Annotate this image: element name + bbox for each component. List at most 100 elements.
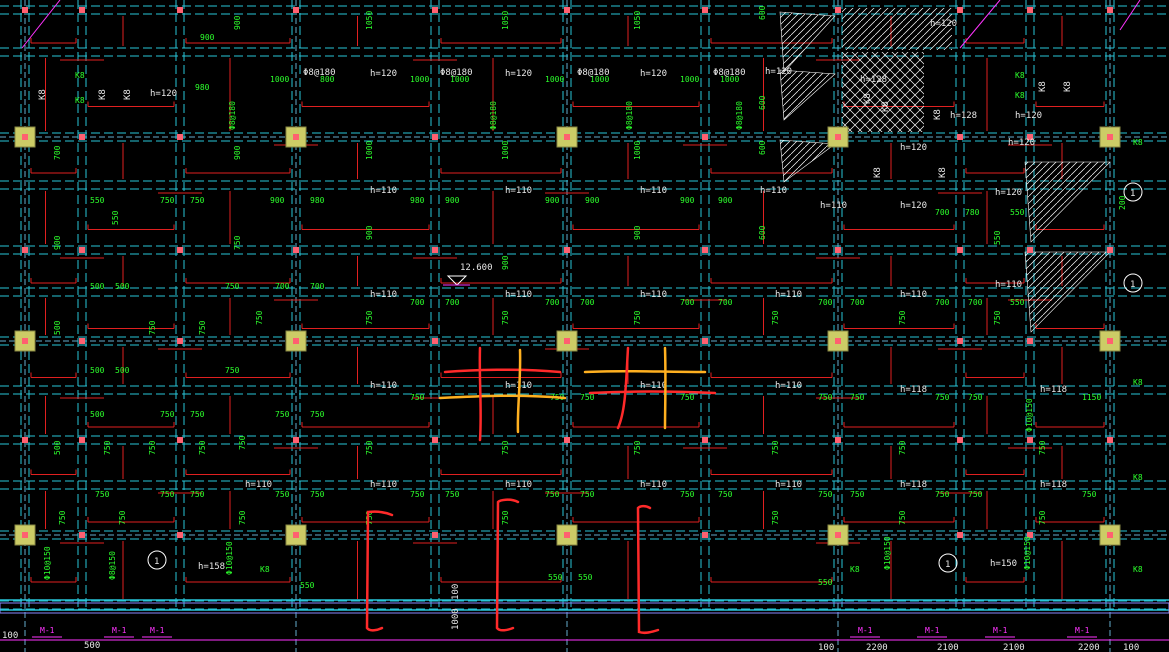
slab-thickness-label: h=120 [930, 19, 957, 29]
elevation-label: 12.600 [460, 263, 493, 273]
dimension-label: 1150 [1082, 393, 1101, 402]
dimension-label: 750 [818, 393, 833, 402]
slab-thickness-label: h=118 [1040, 385, 1067, 395]
dimension-label: 750 [103, 440, 112, 455]
dimension-label: 700 [310, 282, 325, 291]
grid-node [293, 247, 299, 253]
section-mark-circle [147, 550, 167, 570]
grid-node [1027, 247, 1033, 253]
dimension-label: 750 [275, 410, 290, 419]
door-label: M-1 [925, 626, 940, 635]
crosshatched-area [842, 52, 924, 132]
hand-drawn-annotations [365, 346, 717, 635]
slab-thickness-label: h=110 [370, 290, 397, 300]
dimension-label: 750 [580, 490, 595, 499]
dimension-label: 750 [310, 410, 325, 419]
dimension-label: 1050 [365, 11, 374, 30]
bottom-dimension: 1000 [451, 608, 461, 630]
dimension-label: 750 [1082, 490, 1097, 499]
slab-thickness-label: h=110 [505, 186, 532, 196]
grid-node [177, 247, 183, 253]
dimension-label: 500 [115, 366, 130, 375]
rebar-spec: Φ10@150 [1025, 398, 1034, 432]
grid-node [432, 7, 438, 13]
slab-thickness-label: h=110 [640, 290, 667, 300]
grid-node [293, 134, 299, 140]
grid-node [702, 247, 708, 253]
slab-thickness-label: h=110 [640, 381, 667, 391]
dimension-label: 700 [545, 298, 560, 307]
hatched-area [842, 8, 952, 50]
rebar-spec: Φ10@150 [43, 546, 52, 580]
grid-node [1107, 134, 1113, 140]
grid-node [1027, 7, 1033, 13]
grid-node [177, 134, 183, 140]
dimension-label: 750 [160, 410, 175, 419]
dimension-label: 750 [238, 510, 247, 525]
dimension-label: 750 [233, 235, 242, 250]
section-mark-circle [1123, 273, 1143, 293]
beam-outlines [0, 0, 1169, 611]
dimension-label: 980 [195, 83, 210, 92]
dimension-label: 750 [225, 366, 240, 375]
grid-node [22, 532, 28, 538]
grid-node [564, 134, 570, 140]
hand-drawn-stroke [438, 394, 567, 400]
dimension-label: 750 [935, 490, 950, 499]
dimension-label: 750 [1038, 440, 1047, 455]
slab-thickness-label: h=120 [995, 188, 1022, 198]
grid-node [79, 134, 85, 140]
slab-thickness-label: h=110 [505, 290, 532, 300]
dimension-label: 750 [850, 393, 865, 402]
grid-node [22, 338, 28, 344]
dimension-label: 750 [190, 410, 205, 419]
dimension-label: 750 [898, 310, 907, 325]
rebar-spec: Φ8@180 [625, 101, 634, 130]
dimension-label: 900 [53, 235, 62, 250]
dimension-label: 750 [160, 196, 175, 205]
dimension-label: 700 [818, 298, 833, 307]
slab-thickness-label: h=120 [1015, 111, 1042, 121]
hand-drawn-stroke [588, 390, 717, 395]
dimension-label: 1000 [545, 75, 564, 84]
grid-node [564, 532, 570, 538]
dimension-label: 750 [501, 440, 510, 455]
hand-drawn-stroke [443, 368, 562, 374]
dimension-label: 750 [580, 393, 595, 402]
rebar-spec: K8 [1063, 81, 1073, 92]
grid-node [702, 532, 708, 538]
dimension-label: 550 [993, 230, 1002, 245]
dimension-label: 700 [718, 298, 733, 307]
dimension-label: 750 [718, 490, 733, 499]
dimension-label: 500 [90, 410, 105, 419]
hand-drawn-stroke [516, 348, 522, 434]
dimension-label: 750 [365, 510, 374, 525]
grid-node [79, 247, 85, 253]
slab-thickness-label: h=110 [370, 186, 397, 196]
dimension-label: 750 [160, 490, 175, 499]
grid-node [1107, 7, 1113, 13]
dimension-label: 750 [501, 510, 510, 525]
grid-node [1107, 247, 1113, 253]
bottom-dimension: 100 [2, 631, 18, 641]
slab-thickness-label: h=150 [990, 559, 1017, 569]
slab-thickness-label: h=110 [640, 480, 667, 490]
dimension-label: 750 [118, 510, 127, 525]
grid-node [79, 532, 85, 538]
rebar-spec: Φ10@150 [883, 536, 892, 570]
opening-diagonal [21, 0, 61, 49]
grid-node [1107, 338, 1113, 344]
rebar-spec: Φ8@180 [735, 101, 744, 130]
grid-node [22, 437, 28, 443]
grid-node [1027, 532, 1033, 538]
dimension-label: 1050 [633, 11, 642, 30]
dimension-label: 900 [718, 196, 733, 205]
slab-thickness-label: h=110 [820, 201, 847, 211]
bottom-dimension: 2100 [937, 643, 959, 652]
rebar-spec: Φ8@180 [303, 68, 336, 78]
dimension-label: 700 [53, 145, 62, 160]
rebar-spec: K8 [938, 167, 948, 178]
